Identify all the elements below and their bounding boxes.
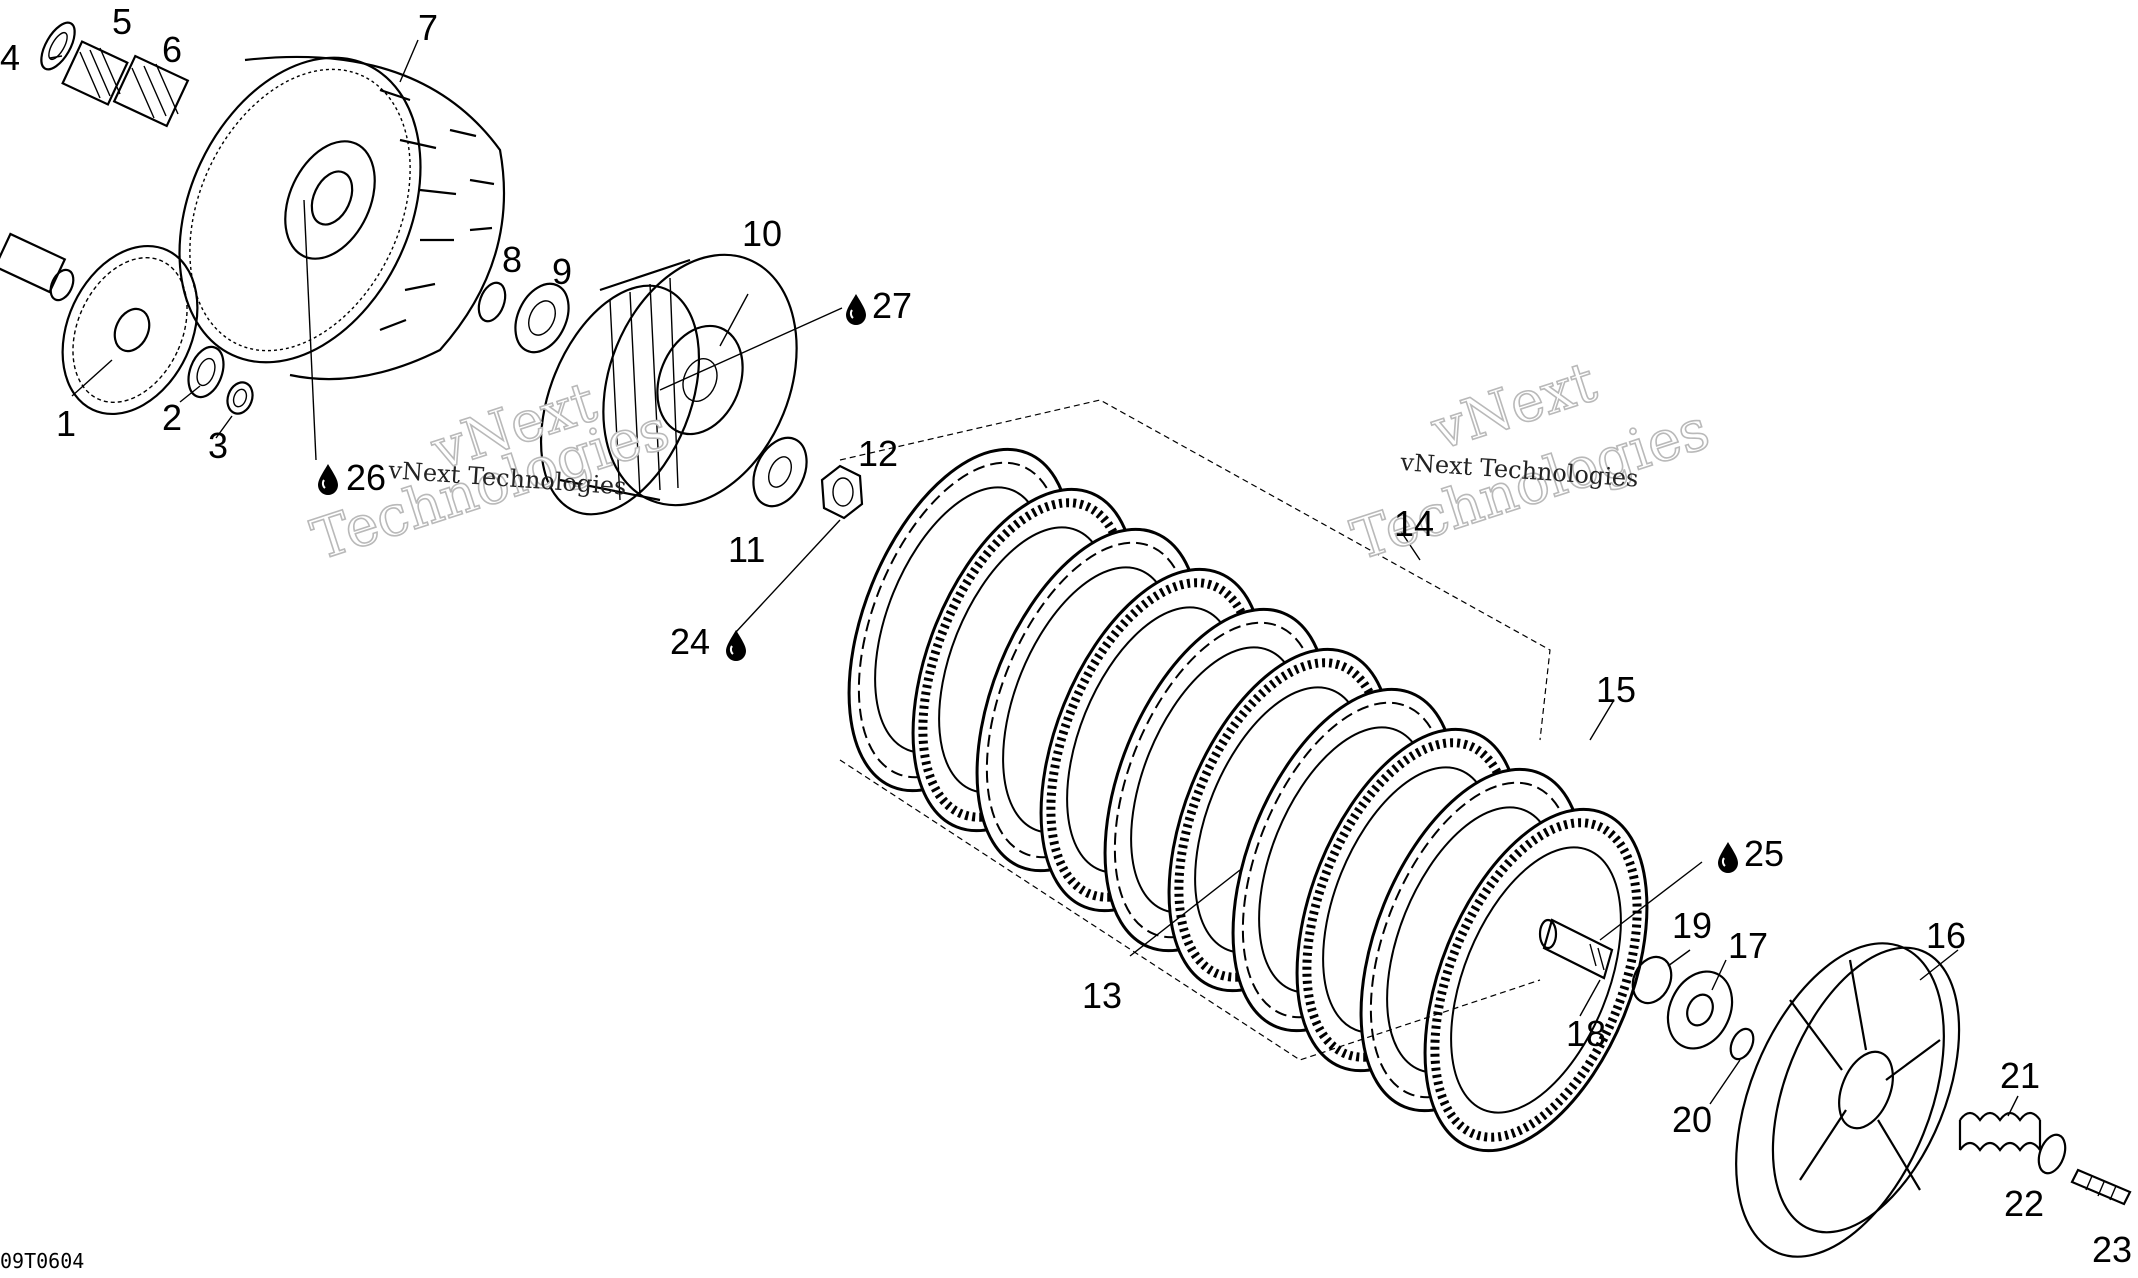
callout-5: 5 [112, 1, 132, 42]
shaft-part-18 [1538, 918, 1614, 980]
callout-13: 13 [1082, 975, 1122, 1016]
washer-part-2 [187, 345, 225, 399]
clutch-plate-stack [847, 447, 1649, 1153]
lube-callout-27: 27 [872, 285, 912, 326]
callout-18: 18 [1566, 1013, 1606, 1054]
bolt-part-23 [2070, 1168, 2132, 1206]
callout-11: 11 [728, 529, 765, 570]
callout-17: 17 [1728, 925, 1768, 966]
callout-12: 12 [858, 433, 898, 474]
callout-7: 7 [418, 7, 438, 48]
spring-part-21 [1958, 1111, 2042, 1152]
washer-part-4 [40, 21, 76, 71]
clutch-plate-inner [1450, 846, 1622, 1114]
callout-16: 16 [1926, 915, 1966, 956]
figure-code: 09T0604 [0, 1249, 84, 1273]
clutch-housing [178, 55, 506, 381]
callout-4: 4 [0, 37, 20, 78]
clip-part-8 [477, 281, 507, 323]
oil-drop-icon [725, 629, 747, 662]
clip-part-3 [226, 381, 254, 415]
callout-3: 3 [208, 425, 228, 466]
callout-20: 20 [1672, 1099, 1712, 1140]
callout-6: 6 [162, 29, 182, 70]
lube-callout-26: 26 [346, 457, 386, 498]
oil-drop-icon [1717, 841, 1739, 874]
clutch-hub [539, 253, 798, 516]
callout-9: 9 [552, 251, 572, 292]
callout-22: 22 [2004, 1183, 2044, 1224]
callout-14: 14 [1394, 503, 1434, 544]
lube-callout-25: 25 [1744, 833, 1784, 874]
needle-bearing-part-5 [61, 40, 129, 106]
bearing-part-17 [1666, 970, 1734, 1050]
washer-part-11 [752, 436, 808, 508]
callout-21: 21 [2000, 1055, 2040, 1096]
callout-15: 15 [1596, 669, 1636, 710]
oil-drop-icon [845, 293, 867, 326]
lube-callouts: 24 25 26 27 [317, 285, 1784, 874]
clip-part-20 [1729, 1027, 1755, 1061]
leader-lines [49, 39, 2019, 1117]
callout-10: 10 [742, 213, 782, 254]
callout-1: 1 [56, 403, 76, 444]
needle-bearing-part-6 [112, 54, 190, 128]
gear-icon [0, 232, 199, 416]
nut-part-12 [820, 464, 864, 520]
lube-callout-24: 24 [670, 621, 710, 662]
oil-drop-icon [317, 463, 339, 496]
callout-19: 19 [1672, 905, 1712, 946]
callout-2: 2 [162, 397, 182, 438]
washer-part-22 [2037, 1133, 2067, 1175]
clutch-plate-teeth [1430, 818, 1642, 1142]
callout-23: 23 [2092, 1229, 2132, 1270]
pressure-plate [1735, 942, 1961, 1258]
washer-part-19 [1631, 955, 1673, 1005]
washer-part-9 [514, 282, 570, 354]
callout-8: 8 [502, 239, 522, 280]
